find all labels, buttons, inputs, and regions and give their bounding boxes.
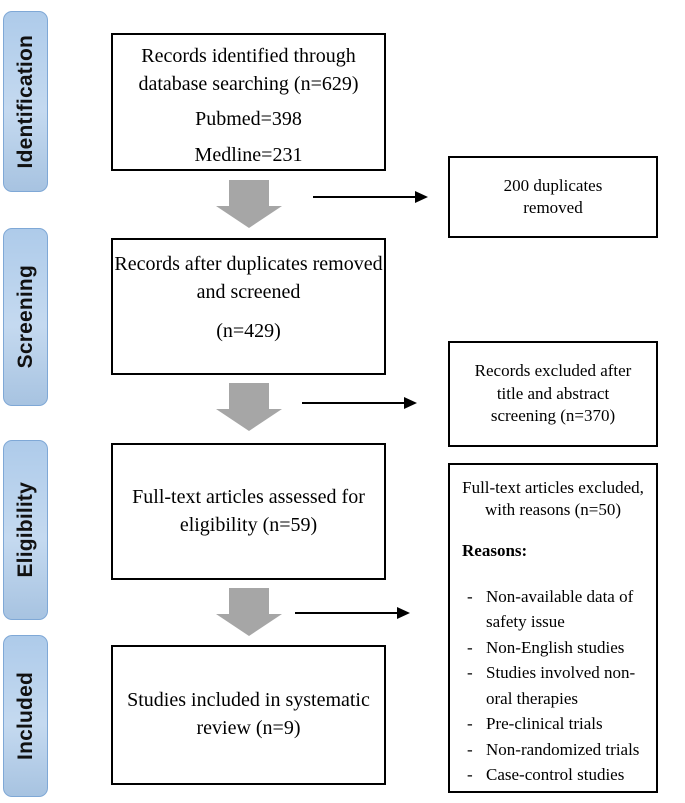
reason-text: Studies involved non-oral therapies xyxy=(486,663,636,708)
reason-text: Pre-clinical trials xyxy=(486,714,603,734)
reason-dash: - xyxy=(467,765,473,785)
reason-text: Non-available data of safety issue xyxy=(486,586,634,632)
right-arrow-icon xyxy=(295,607,410,619)
reason-dash: - xyxy=(467,663,473,683)
duplicates-removed-line1: 200 duplicates xyxy=(503,175,603,195)
reason-text: Non-English studies xyxy=(486,637,625,657)
reason-item: - Studies involved non-oral therapies xyxy=(458,660,648,711)
fulltext-assessed-text: Full-text articles assessed for eligibil… xyxy=(132,485,365,536)
stage-screening: Screening xyxy=(3,228,48,406)
stage-eligibility: Eligibility xyxy=(3,440,48,620)
studies-included-text: Studies included in systematic review (n… xyxy=(127,689,370,739)
arrow-head xyxy=(415,191,428,203)
duplicates-removed-line2: removed xyxy=(523,198,583,217)
arrow-head xyxy=(404,397,417,409)
stage-screening-label: Screening xyxy=(13,265,37,369)
reason-dash: - xyxy=(467,586,473,606)
box-records-after-duplicates: Records after duplicates removed and scr… xyxy=(111,238,386,375)
records-excluded-line1: Records excluded after xyxy=(474,361,632,381)
records-after-duplicates-text: Records after duplicates removed and scr… xyxy=(114,253,383,303)
fulltext-excluded-title-line1: Full-text articles excluded, xyxy=(462,478,644,497)
reason-item: - Non-English studies xyxy=(458,635,648,661)
stage-identification-label: Identification xyxy=(13,34,37,169)
reason-dash: - xyxy=(467,739,473,759)
reasons-list: - Non-available data of safety issue - N… xyxy=(458,584,648,788)
box-records-identified: Records identified through database sear… xyxy=(111,33,386,171)
pubmed-count-text: Pubmed=398 xyxy=(195,108,302,131)
box-records-excluded: Records excluded after title and abstrac… xyxy=(448,341,658,447)
right-arrow-icon xyxy=(313,191,428,203)
down-arrow-icon xyxy=(216,180,282,228)
stage-identification: Identification xyxy=(3,11,48,192)
records-excluded-line3: screening (n=370) xyxy=(490,406,616,426)
right-arrow-icon xyxy=(302,397,417,409)
down-arrow-icon xyxy=(216,383,282,431)
down-arrow-icon xyxy=(216,588,282,636)
reason-text: Case-control studies xyxy=(486,765,625,785)
reason-item: - Non-available data of safety issue xyxy=(458,584,648,635)
stage-included: Included xyxy=(3,635,48,797)
reason-dash: - xyxy=(467,714,473,734)
reason-item: - Pre-clinical trials xyxy=(458,711,648,737)
arrow-head xyxy=(397,607,410,619)
reason-text: Non-randomized trials xyxy=(486,739,640,759)
stage-included-label: Included xyxy=(13,672,37,760)
box-studies-included: Studies included in systematic review (n… xyxy=(111,645,386,785)
arrow-line xyxy=(295,612,397,614)
fulltext-excluded-title: Full-text articles excluded, with reason… xyxy=(458,477,648,521)
reason-dash: - xyxy=(467,637,473,657)
box-fulltext-excluded: Full-text articles excluded, with reason… xyxy=(448,463,658,793)
records-identified-text: Records identified through database sear… xyxy=(138,45,359,95)
records-excluded-line2: title and abstract xyxy=(496,383,610,403)
box-fulltext-assessed: Full-text articles assessed for eligibil… xyxy=(111,443,386,580)
reason-item: - Case-control studies xyxy=(458,762,648,788)
reason-item: - Non-randomized trials xyxy=(458,737,648,763)
stage-eligibility-label: Eligibility xyxy=(13,482,37,578)
records-after-duplicates-count: (n=429) xyxy=(216,320,281,343)
arrow-line xyxy=(302,402,404,404)
box-duplicates-removed: 200 duplicates removed xyxy=(448,156,658,238)
arrow-line xyxy=(313,196,415,198)
fulltext-excluded-title-line2: with reasons (n=50) xyxy=(484,500,622,520)
medline-count-text: Medline=231 xyxy=(194,143,303,166)
reasons-heading: Reasons: xyxy=(462,541,528,561)
